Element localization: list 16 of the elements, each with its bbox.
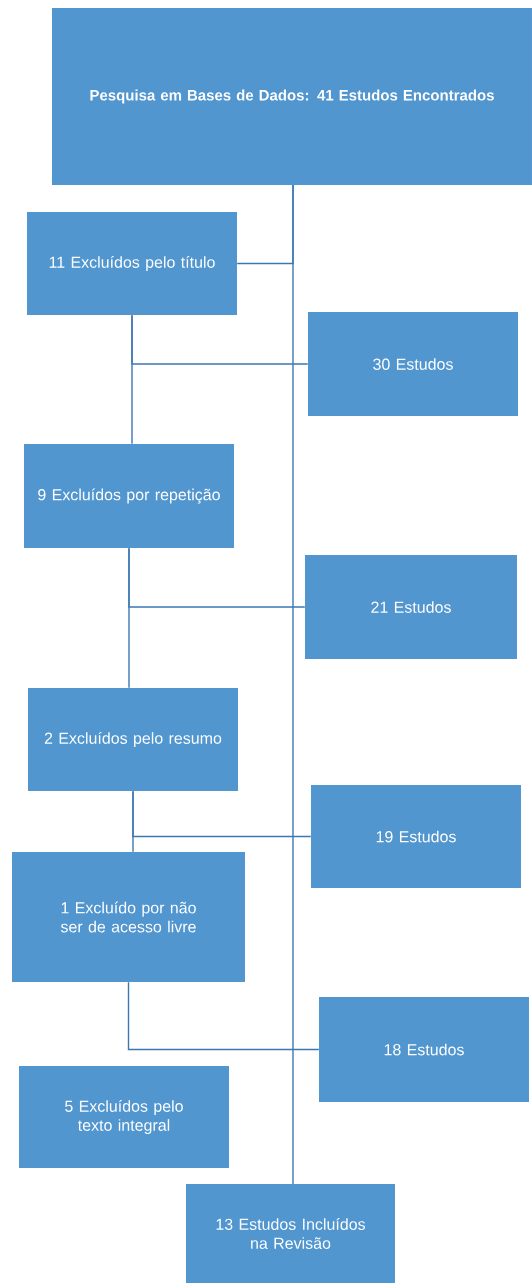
process-box: 30 Estudos <box>308 312 518 416</box>
process-box: 21 Estudos <box>305 555 517 659</box>
process-box: 18 Estudos <box>319 997 529 1102</box>
connector-line <box>236 184 294 265</box>
process-box: 5 Excluídos pelo texto integral <box>19 1066 229 1168</box>
process-box: 19 Estudos <box>311 785 521 888</box>
connector-line <box>128 547 306 608</box>
process-box: 11 Excluídos pelo título <box>27 212 237 315</box>
connector-line <box>132 790 312 838</box>
process-box: 1 Excluído por não ser de acesso livre <box>12 852 245 982</box>
process-box: 9 Excluídos por repetição <box>24 444 234 548</box>
connector-line <box>127 981 320 1051</box>
process-box: Pesquisa em Bases de Dados: 41 Estudos Encontrados <box>52 8 532 185</box>
process-box: 2 Excluídos pelo resumo <box>28 688 238 791</box>
connector-line <box>131 314 309 365</box>
process-box: 13 Estudos Incluídos na Revisão <box>186 1184 395 1283</box>
